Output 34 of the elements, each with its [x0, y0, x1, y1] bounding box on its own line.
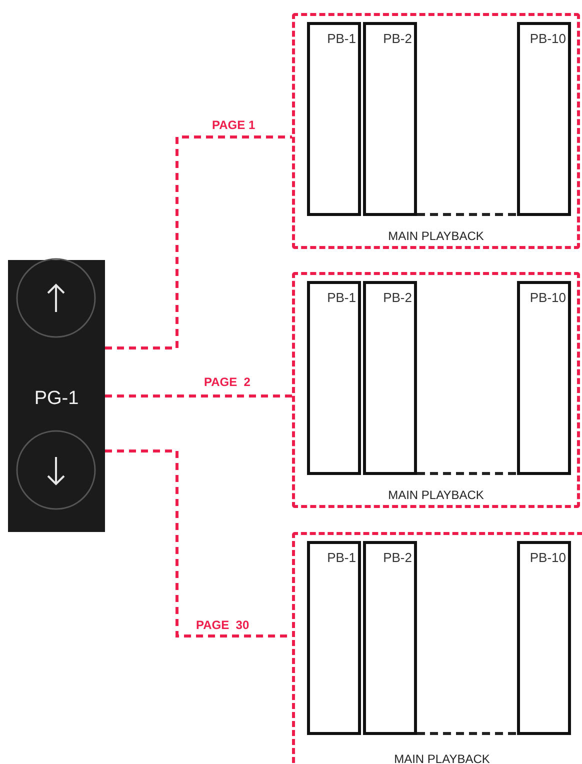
ellipsis-line — [417, 732, 517, 735]
playback-fader-box — [517, 22, 571, 216]
playback-fader-box — [307, 281, 361, 475]
playback-fader-box — [307, 541, 361, 735]
fader-label: PB-1 — [327, 290, 356, 305]
group-label: MAIN PLAYBACK — [388, 488, 484, 502]
connector-line — [105, 394, 292, 398]
fader-label: PB-2 — [383, 550, 412, 565]
fader-label: PB-10 — [530, 550, 566, 565]
dashed-group-frame — [292, 13, 580, 249]
playback-fader-box — [363, 22, 417, 216]
group-label: MAIN PLAYBACK — [394, 752, 490, 764]
fader-label: PB-10 — [530, 31, 566, 46]
page-label: PG-1 — [34, 388, 79, 410]
playback-fader-box — [363, 281, 417, 475]
fader-label: PB-10 — [530, 290, 566, 305]
playback-fader-box — [517, 541, 571, 735]
fader-label: PB-2 — [383, 290, 412, 305]
fader-label: PB-1 — [327, 31, 356, 46]
group-label: MAIN PLAYBACK — [388, 229, 484, 243]
edge-label: PAGE 2 — [202, 375, 252, 389]
playback-fader-box — [517, 281, 571, 475]
edge-label: PAGE 1 — [210, 118, 258, 132]
fader-label: PB-1 — [327, 550, 356, 565]
edge-label: PAGE 30 — [194, 618, 252, 632]
fader-label: PB-2 — [383, 31, 412, 46]
ellipsis-line — [417, 213, 517, 216]
playback-fader-box — [307, 22, 361, 216]
dashed-group-frame — [292, 532, 582, 764]
playback-fader-box — [363, 541, 417, 735]
control-panel — [8, 260, 105, 532]
connector-line — [105, 136, 292, 350]
ellipsis-line — [417, 472, 517, 475]
dashed-group-frame — [292, 272, 580, 508]
